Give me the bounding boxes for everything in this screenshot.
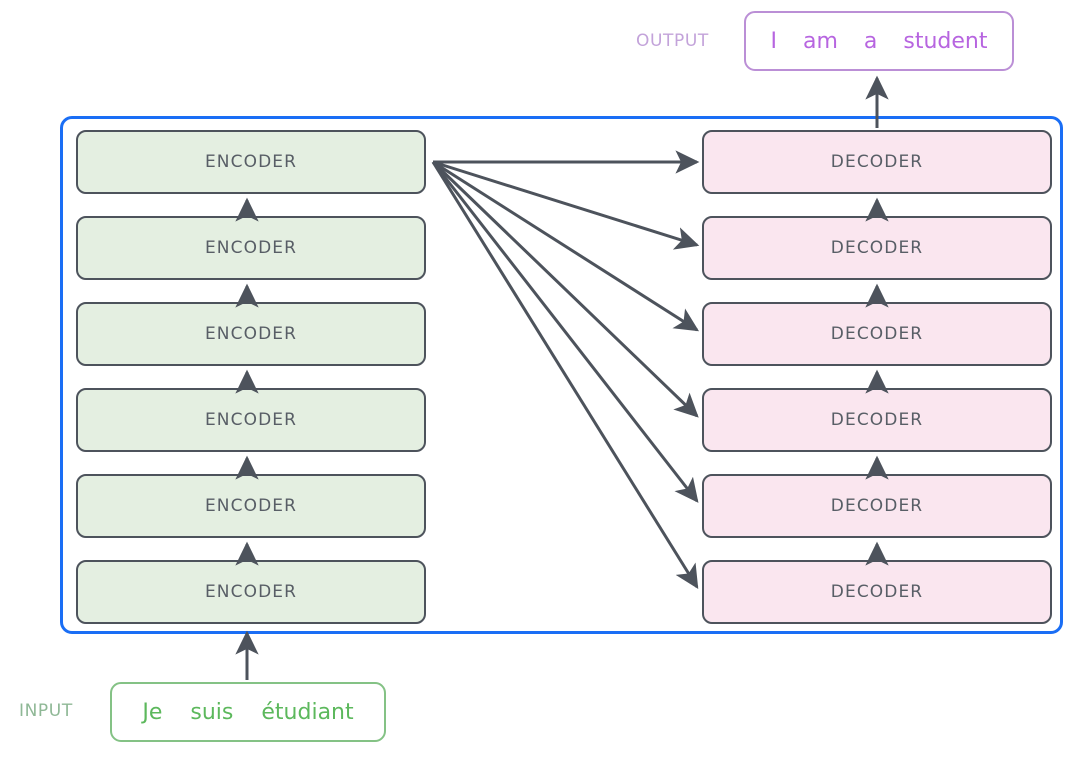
encoder-block-label: ENCODER — [204, 496, 298, 516]
encoder-block: ENCODER — [76, 560, 426, 624]
decoder-block-label: DECODER — [830, 582, 924, 602]
decoder-block: DECODER — [702, 474, 1052, 538]
output-sequence-box: I am a student — [744, 11, 1014, 71]
encoder-block-label: ENCODER — [204, 410, 298, 430]
decoder-block-label: DECODER — [830, 496, 924, 516]
decoder-block-label: DECODER — [830, 152, 924, 172]
input-label: INPUT — [19, 701, 73, 721]
encoder-block: ENCODER — [76, 216, 426, 280]
decoder-block: DECODER — [702, 560, 1052, 624]
encoder-block-label: ENCODER — [204, 324, 298, 344]
encoder-block: ENCODER — [76, 388, 426, 452]
model-container — [60, 116, 1063, 634]
encoder-block-label: ENCODER — [204, 152, 298, 172]
output-token: student — [903, 28, 988, 54]
encoder-block-label: ENCODER — [204, 582, 298, 602]
input-token: suis — [190, 699, 234, 725]
encoder-block: ENCODER — [76, 474, 426, 538]
output-token: I — [770, 28, 777, 54]
decoder-block-label: DECODER — [830, 238, 924, 258]
output-token: am — [802, 28, 838, 54]
decoder-stack: DECODER DECODER DECODER DECODER DECODER … — [702, 130, 1052, 624]
input-sequence-box: Je suis étudiant — [110, 682, 386, 742]
output-token: a — [863, 28, 878, 54]
decoder-block-label: DECODER — [830, 410, 924, 430]
decoder-block-label: DECODER — [830, 324, 924, 344]
decoder-block: DECODER — [702, 302, 1052, 366]
decoder-block: DECODER — [702, 130, 1052, 194]
output-label: OUTPUT — [636, 31, 709, 51]
encoder-block-label: ENCODER — [204, 238, 298, 258]
decoder-block: DECODER — [702, 216, 1052, 280]
input-token: Je — [142, 699, 163, 725]
input-token: étudiant — [261, 699, 354, 725]
encoder-stack: ENCODER ENCODER ENCODER ENCODER ENCODER … — [76, 130, 426, 624]
encoder-block: ENCODER — [76, 302, 426, 366]
encoder-block: ENCODER — [76, 130, 426, 194]
decoder-block: DECODER — [702, 388, 1052, 452]
